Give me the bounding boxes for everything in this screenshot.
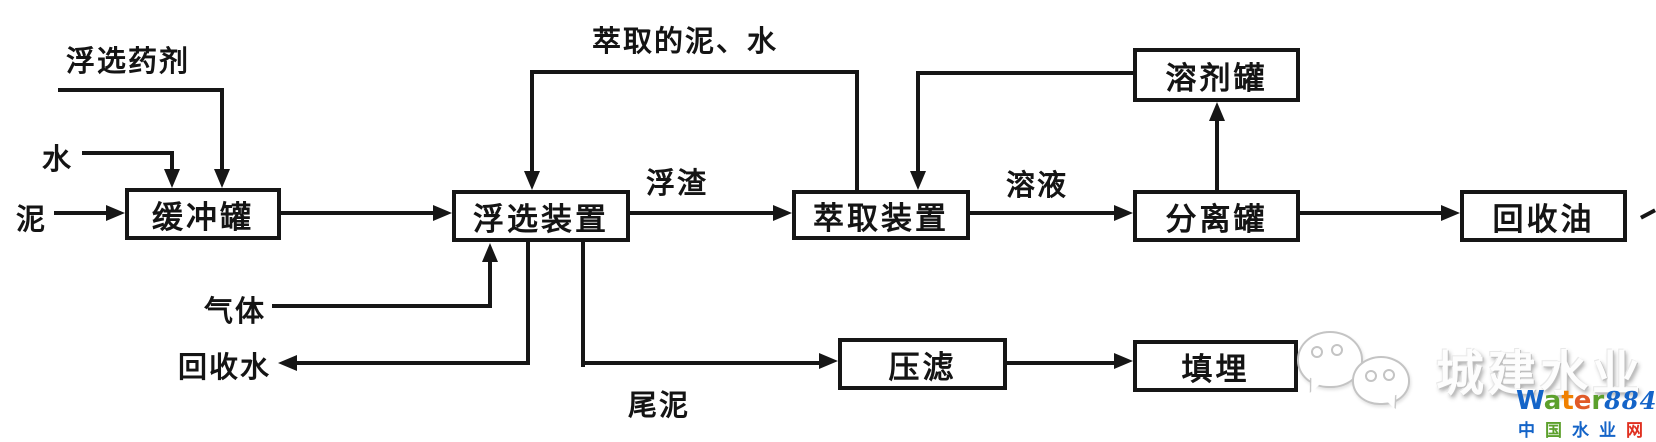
watermark-caption: 中 国 水 业 网 xyxy=(1518,416,1643,441)
caption-char: 网 xyxy=(1626,421,1643,441)
site-letter: e xyxy=(1573,386,1592,416)
arrow-into-oil-icon xyxy=(1441,205,1460,221)
caption-char: 业 xyxy=(1599,421,1616,441)
line-recovered-water-h xyxy=(296,361,530,365)
line-buffer-to-flotation xyxy=(281,211,435,215)
node-label: 分离罐 xyxy=(1165,201,1268,238)
node-label: 浮选装置 xyxy=(473,201,609,238)
arrow-into-press-icon xyxy=(819,353,838,369)
label-scum: 浮渣 xyxy=(646,166,709,200)
arrow-reagent-into-buffer-icon xyxy=(214,169,230,188)
label-water-in: 水 xyxy=(42,142,74,176)
site-letter: a xyxy=(1543,386,1562,416)
arrow-sludge-into-buffer-icon xyxy=(106,205,125,221)
label-sludge-in: 泥 xyxy=(16,202,48,236)
node-label: 填埋 xyxy=(1181,351,1250,388)
label-solution: 溶液 xyxy=(1006,168,1069,202)
line-extraction-to-separation xyxy=(970,211,1116,215)
node-label: 缓冲罐 xyxy=(152,199,254,236)
node-filter-press: 压滤 xyxy=(838,338,1007,390)
label-gas-in: 气体 xyxy=(204,294,267,328)
line-tail-sludge-v xyxy=(581,242,585,367)
caption-char: 水 xyxy=(1572,421,1589,441)
label-tail-sludge: 尾泥 xyxy=(628,388,691,422)
site-letter: t xyxy=(1561,386,1574,416)
edge-artifact-mark xyxy=(1639,208,1656,220)
arrow-into-separation-icon xyxy=(1114,205,1133,221)
node-flotation-unit: 浮选装置 xyxy=(452,190,630,242)
watermark-brand-text: 城建水业 xyxy=(1436,346,1645,402)
line-sludge-feed xyxy=(54,211,108,215)
bubble-eye-icon xyxy=(1365,370,1377,382)
arrow-water-into-buffer-icon xyxy=(164,169,180,188)
node-recovered-oil: 回收油 xyxy=(1460,190,1627,242)
wechat-bubble-icon xyxy=(1352,356,1410,405)
line-flotation-to-extraction xyxy=(630,211,775,215)
line-recycle-riser xyxy=(855,70,859,190)
line-solvent-feed-h xyxy=(916,71,1133,75)
arrow-into-landfill-icon xyxy=(1114,353,1133,369)
line-water-feed-h xyxy=(82,151,174,155)
line-separation-to-oil xyxy=(1300,211,1443,215)
caption-char: 中 xyxy=(1518,421,1535,441)
arrow-solvent-into-extraction-icon xyxy=(910,171,926,190)
bubble-eye-icon xyxy=(1383,369,1395,381)
arrow-recycle-into-flotation-icon xyxy=(524,171,540,190)
node-extraction-unit: 萃取装置 xyxy=(792,190,970,240)
line-gas-feed-v xyxy=(488,262,492,308)
watermark-site-name: Water8848.com xyxy=(1516,388,1656,414)
line-water-feed-v xyxy=(170,151,174,170)
label-flotation-reagent: 浮选药剂 xyxy=(66,44,191,78)
arrow-into-solvent-tank-icon xyxy=(1209,102,1225,121)
site-letter: W xyxy=(1516,386,1544,416)
node-separation-tank: 分离罐 xyxy=(1133,190,1300,242)
node-label: 萃取装置 xyxy=(813,200,949,237)
label-recovered-water: 回收水 xyxy=(178,350,272,384)
site-letter: r xyxy=(1591,386,1605,416)
site-number: 8848 xyxy=(1604,386,1656,415)
bubble-eye-icon xyxy=(1311,346,1323,358)
line-recycle-drop xyxy=(530,70,534,172)
line-solvent-feed-v xyxy=(916,71,920,172)
arrow-into-flotation-icon xyxy=(433,205,452,221)
node-label: 压滤 xyxy=(888,349,957,386)
line-reagent-feed-h xyxy=(58,88,224,92)
label-extracted-sludge-water: 萃取的泥、水 xyxy=(592,24,779,58)
node-label: 溶剂罐 xyxy=(1165,60,1268,97)
node-label: 回收油 xyxy=(1492,201,1595,238)
line-separation-to-solvent xyxy=(1215,120,1219,190)
node-landfill: 填埋 xyxy=(1133,340,1298,392)
line-gas-feed-h xyxy=(272,304,492,308)
bubble-eye-icon xyxy=(1331,344,1343,356)
line-recycle-top xyxy=(530,70,859,74)
line-press-to-landfill xyxy=(1007,361,1115,365)
line-recovered-water-v xyxy=(526,242,530,365)
wechat-bubble-icon xyxy=(1297,331,1363,388)
arrow-recovered-water-out-icon xyxy=(278,355,297,371)
node-buffer-tank: 缓冲罐 xyxy=(125,188,281,240)
line-reagent-feed-v xyxy=(220,88,224,170)
arrow-into-extraction-icon xyxy=(773,205,792,221)
node-solvent-tank: 溶剂罐 xyxy=(1133,48,1300,102)
arrow-gas-into-flotation-icon xyxy=(482,243,498,262)
caption-char: 国 xyxy=(1545,421,1562,441)
line-tail-sludge-h xyxy=(581,361,821,365)
